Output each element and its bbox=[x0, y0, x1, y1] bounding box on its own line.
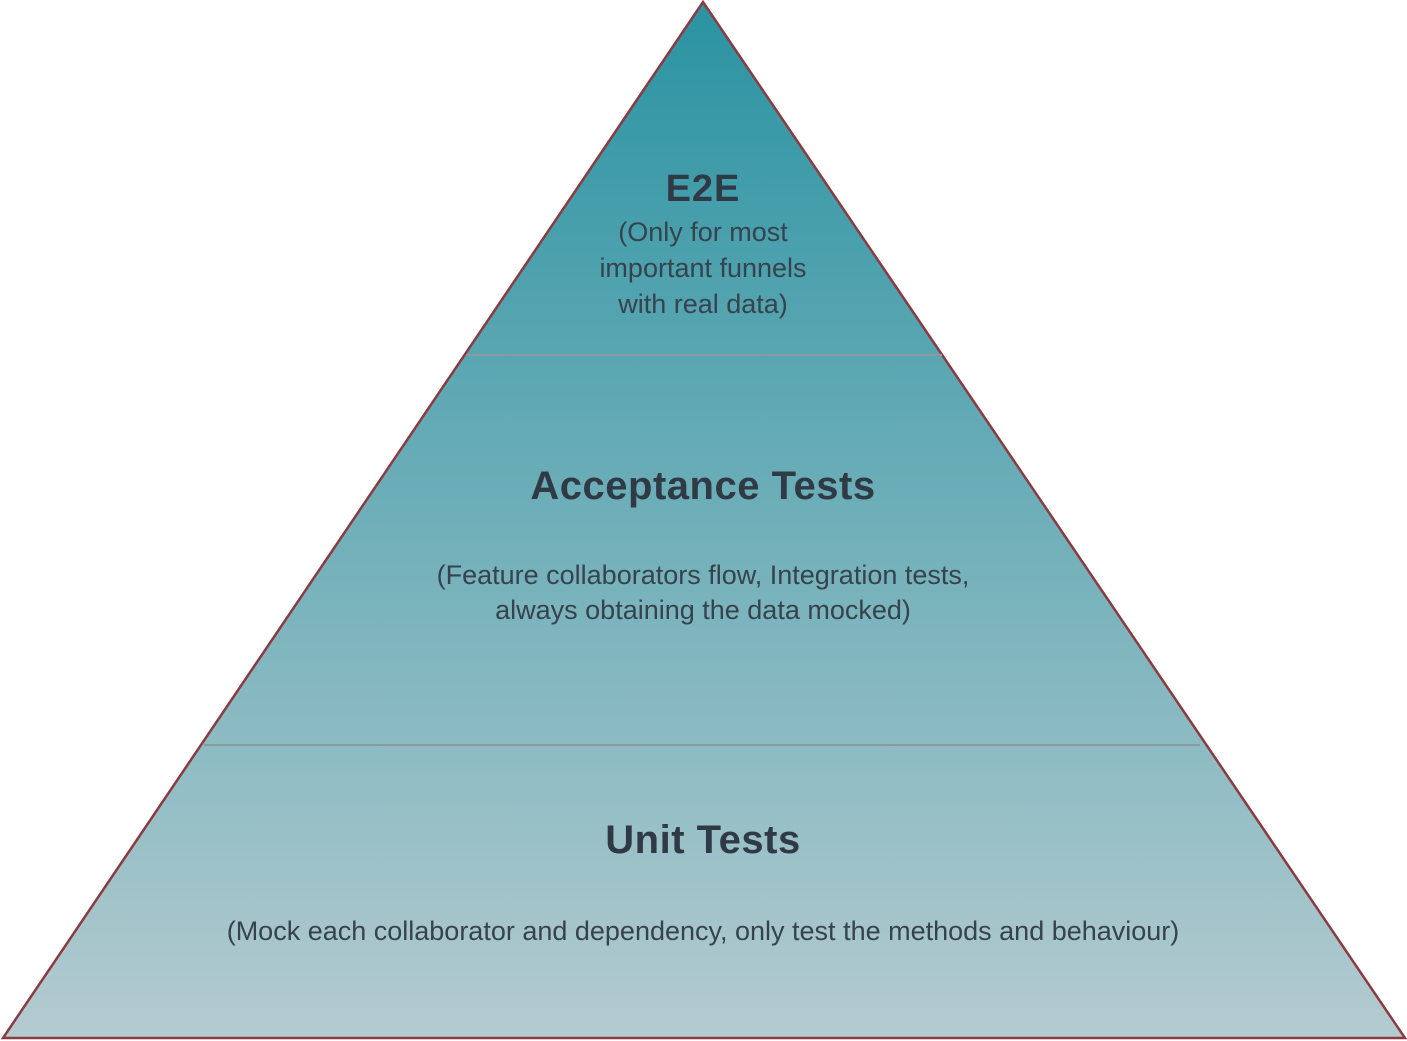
pyramid-layer-e2e: E2E (Only for most important funnels wit… bbox=[503, 170, 903, 322]
layer-description: (Feature collaborators flow, Integration… bbox=[436, 560, 970, 625]
pyramid-layer-acceptance: Acceptance Tests (Feature collaborators … bbox=[303, 466, 1103, 628]
layer-title: Unit Tests bbox=[605, 818, 801, 862]
layer-description: (Only for most important funnels with re… bbox=[599, 217, 807, 319]
pyramid-layer-unit: Unit Tests (Mock each collaborator and d… bbox=[103, 820, 1303, 949]
layer-description: (Mock each collaborator and dependency, … bbox=[226, 916, 1180, 946]
layer-title: E2E bbox=[665, 168, 741, 210]
layer-title: Acceptance Tests bbox=[530, 464, 876, 508]
